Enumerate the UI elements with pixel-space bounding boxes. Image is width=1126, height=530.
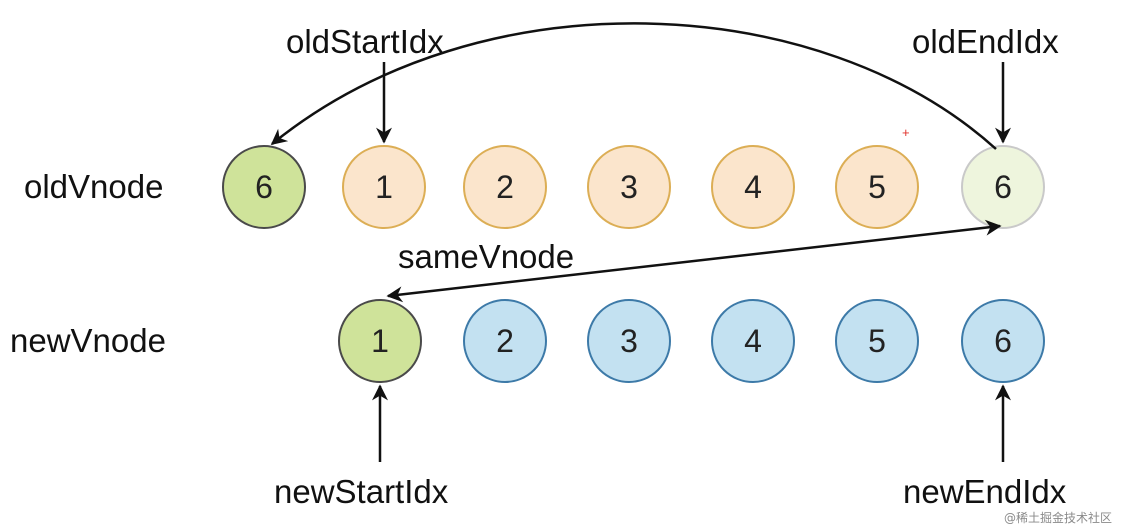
new-node-label: 5	[868, 323, 886, 359]
move-to-front-arrow	[270, 22, 997, 150]
new-vnode-node: 6	[961, 299, 1045, 383]
same-vnode-label: sameVnode	[398, 238, 574, 275]
old-vnode-node: 1	[342, 145, 426, 229]
new-node-label: 6	[994, 323, 1012, 359]
new-vnode-row-label: newVnode	[10, 322, 166, 359]
old-vnode-row-label: oldVnode	[24, 168, 163, 205]
old-node-label: 5	[868, 169, 886, 205]
old-node-label: 4	[744, 169, 762, 205]
new-vnode-node: 3	[587, 299, 671, 383]
plus-marker-icon: +	[902, 125, 910, 140]
new-vnode-node: 5	[835, 299, 919, 383]
old-vnode-node: 5	[835, 145, 919, 229]
new-start-idx-label: newStartIdx	[274, 473, 449, 510]
new-vnode-row: 1 2 3 4 5 6	[338, 299, 1045, 383]
old-vnode-node: 2	[463, 145, 547, 229]
old-vnode-node: 6	[222, 145, 306, 229]
new-node-label: 3	[620, 323, 638, 359]
old-vnode-node: 6	[961, 145, 1045, 229]
old-node-label: 2	[496, 169, 514, 205]
old-node-circle	[342, 145, 426, 229]
new-node-circle	[961, 299, 1045, 383]
new-vnode-node: 2	[463, 299, 547, 383]
old-node-label: 3	[620, 169, 638, 205]
old-node-circle	[222, 145, 306, 229]
new-node-label: 2	[496, 323, 514, 359]
new-node-label: 4	[744, 323, 762, 359]
old-vnode-node: 4	[711, 145, 795, 229]
old-vnode-row: 6 1 2 3 4 5 6	[222, 145, 1045, 229]
old-end-idx-label: oldEndIdx	[912, 23, 1059, 60]
old-node-label: 1	[375, 169, 393, 205]
same-vnode-arrow	[386, 219, 1002, 303]
old-node-label: 6	[255, 169, 273, 205]
new-vnode-node: 4	[711, 299, 795, 383]
new-vnode-node: 1	[338, 299, 422, 383]
new-node-label: 1	[371, 323, 389, 359]
new-end-idx-label: newEndIdx	[903, 473, 1067, 510]
old-vnode-node: 3	[587, 145, 671, 229]
new-node-circle	[338, 299, 422, 383]
old-start-idx-label: oldStartIdx	[286, 23, 444, 60]
old-node-circle	[961, 145, 1045, 229]
watermark: @稀土掘金技术社区	[1003, 511, 1112, 525]
old-node-label: 6	[994, 169, 1012, 205]
